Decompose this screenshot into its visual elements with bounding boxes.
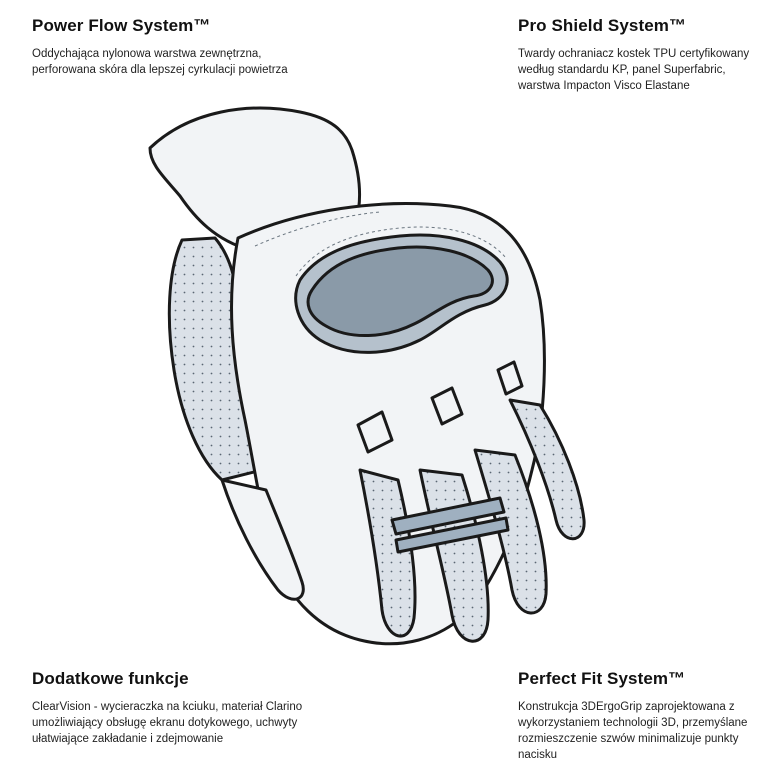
feature-description: Twardy ochraniacz kostek TPU certyfikowa…	[518, 48, 750, 92]
stitching	[295, 226, 507, 277]
feature-extra: Dodatkowe funkcje ClearVision - wycierac…	[32, 669, 342, 747]
feature-description: Oddychająca nylonowa warstwa zewnętrzna,…	[32, 48, 288, 76]
thumb	[220, 478, 305, 601]
finger-vent	[430, 386, 464, 426]
feature-description: ClearVision - wycieraczka na kciuku, mat…	[32, 701, 303, 745]
feature-title: Dodatkowe funkcje	[32, 669, 189, 688]
finger-stripe	[394, 516, 510, 554]
feature-title: Perfect Fit System™	[518, 669, 686, 688]
finger-vent	[356, 410, 394, 454]
feature-description: Konstrukcja 3DErgoGrip zaprojektowana z …	[518, 701, 748, 761]
feature-perfect-fit: Perfect Fit System™ Konstrukcja 3DErgoGr…	[518, 669, 763, 763]
finger-stripe	[390, 496, 506, 536]
finger-vent	[496, 360, 524, 396]
feature-power-flow: Power Flow System™ Oddychająca nylonowa …	[32, 16, 322, 78]
finger-4	[508, 398, 586, 541]
knuckle-guard	[306, 245, 494, 337]
feature-title: Power Flow System™	[32, 16, 211, 35]
feature-title: Pro Shield System™	[518, 16, 687, 35]
feature-pro-shield: Pro Shield System™ Twardy ochraniacz kos…	[518, 16, 758, 94]
